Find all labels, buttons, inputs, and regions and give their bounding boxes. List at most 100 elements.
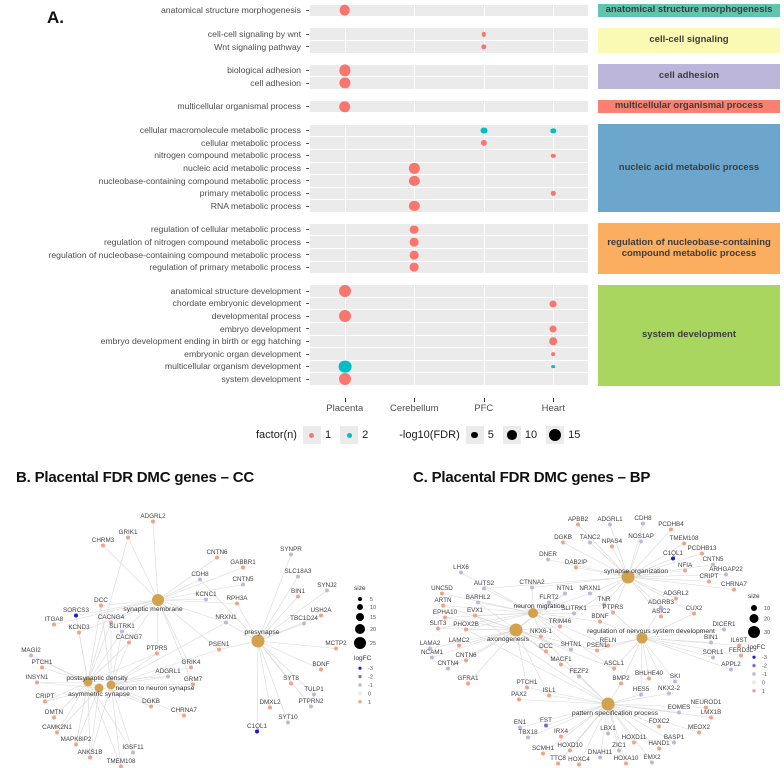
gene-label: RELN — [600, 637, 617, 644]
gene-label: MCTP2 — [325, 640, 347, 647]
gene-label: SKI — [670, 673, 680, 680]
gene-node — [657, 746, 661, 751]
gene-node — [673, 679, 677, 684]
gene-node — [544, 649, 548, 654]
gene-label: BMP2 — [612, 675, 630, 682]
plot-band — [310, 335, 588, 348]
logfc-legend-dot — [752, 680, 756, 685]
gene-label: FOXC2 — [649, 718, 670, 725]
dot — [480, 127, 488, 134]
gene-node — [576, 522, 580, 527]
gene-node — [737, 643, 741, 648]
gridline — [483, 200, 485, 212]
dot — [338, 100, 351, 113]
gene-node — [641, 521, 645, 526]
edge — [465, 629, 517, 661]
go-term-label: system development — [221, 373, 301, 384]
gene-node — [29, 653, 33, 658]
go-term-row: regulation of nucleobase-containing comp… — [0, 249, 588, 262]
gene-node — [559, 734, 563, 739]
go-term-label: nucleic acid metabolic process — [183, 163, 301, 173]
gene-label: EN1 — [514, 719, 527, 726]
panel-a-label: A. — [47, 8, 64, 27]
category-label: cell-cell signaling — [649, 34, 729, 46]
gene-node — [466, 681, 470, 686]
gene-node — [669, 527, 673, 532]
plot-band — [310, 124, 588, 137]
factor-dot — [346, 432, 352, 438]
edge — [89, 687, 100, 758]
dot — [338, 360, 352, 373]
go-term-row: cell adhesion — [0, 77, 588, 90]
gene-label: SORL1 — [703, 649, 724, 656]
edge — [599, 621, 643, 639]
gene-node — [611, 610, 615, 615]
edge — [474, 615, 517, 631]
gene-node — [526, 735, 530, 740]
edge — [607, 703, 675, 743]
plot-band — [310, 41, 588, 53]
gene-label: TBC1D24 — [290, 615, 318, 622]
hub-node — [83, 677, 93, 687]
gene-label: CNTN4 — [438, 660, 459, 667]
gene-label: HOXD10 — [557, 742, 583, 749]
gene-node — [577, 762, 581, 767]
gene-label: DMTN — [45, 709, 64, 716]
edge — [627, 576, 677, 599]
size-legend-value: 10 — [370, 605, 376, 611]
gene-label: ADGRL1 — [597, 516, 623, 523]
edge — [515, 629, 572, 650]
dot — [480, 140, 487, 147]
edge — [53, 599, 159, 625]
logfc-legend-value: -2 — [368, 675, 373, 681]
x-tick — [483, 397, 485, 402]
edge — [607, 703, 660, 727]
gene-node — [441, 603, 445, 608]
edge — [515, 629, 580, 677]
x-axis-label: Cerebellum — [389, 402, 439, 414]
edge — [477, 602, 517, 631]
gene-label: TULP1 — [304, 686, 324, 693]
plot-band — [310, 297, 588, 310]
edge — [87, 605, 102, 683]
gene-label: PSEN1 — [209, 641, 230, 648]
go-rows: cellular macromolecule metabolic process… — [0, 124, 588, 212]
edge — [641, 637, 732, 670]
gene-node — [574, 565, 578, 570]
gene-node — [43, 699, 47, 704]
gene-label: NFIA — [678, 562, 693, 569]
edge — [547, 559, 629, 578]
edge — [75, 681, 89, 745]
go-term-row: RNA metabolic process — [0, 200, 588, 213]
gene-node — [558, 624, 562, 629]
gene-label: CDH8 — [191, 571, 209, 578]
gridline — [483, 149, 485, 162]
edge — [53, 681, 89, 718]
go-term-label: cell-cell signaling by wnt — [207, 28, 301, 39]
gene-node — [215, 555, 219, 560]
plot-band — [310, 175, 588, 187]
edge — [110, 642, 130, 686]
gene-node — [459, 570, 463, 575]
logfc-legend-dot — [358, 699, 362, 704]
edge — [442, 605, 534, 614]
edge — [596, 637, 643, 651]
gene-node — [588, 540, 592, 545]
edge — [447, 629, 517, 669]
dot — [481, 32, 486, 37]
gene-node — [546, 557, 550, 562]
go-term-row: Wnt signaling pathway — [0, 41, 588, 54]
edge — [577, 524, 629, 578]
plot-band — [310, 236, 588, 249]
gridline — [483, 100, 485, 113]
gene-node — [595, 648, 599, 653]
edge — [157, 584, 244, 601]
gene-label: PHOX2B — [453, 621, 479, 628]
gene-node — [430, 655, 434, 660]
gene-label: DCC — [94, 597, 108, 604]
gene-node — [539, 634, 543, 639]
gene-label: MAPK8IP2 — [61, 736, 92, 743]
